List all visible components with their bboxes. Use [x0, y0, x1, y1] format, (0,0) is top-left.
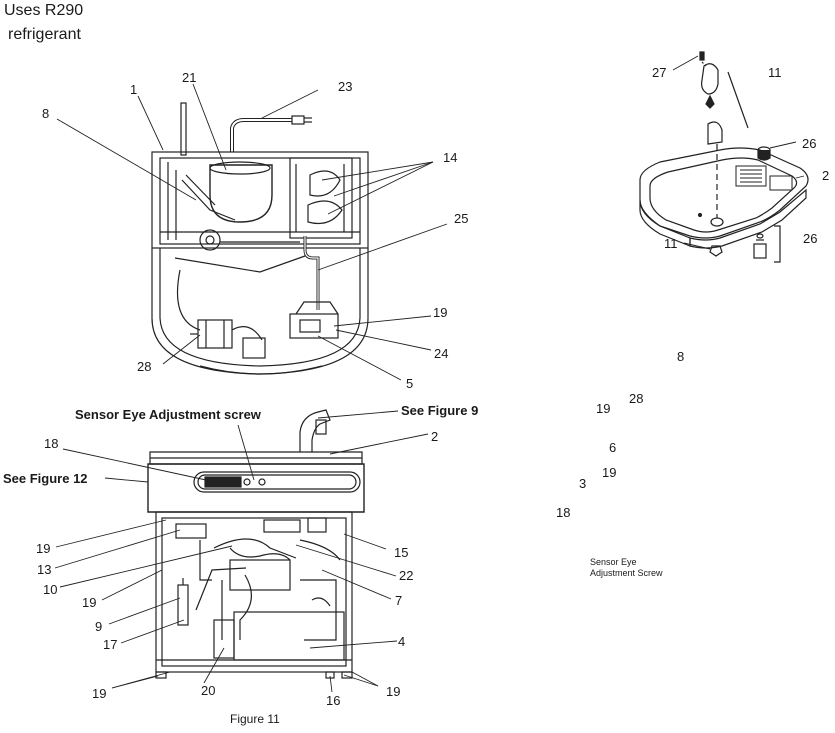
callout-25: 25	[454, 211, 469, 226]
top-view-drawing	[151, 102, 369, 375]
bowl-view-drawing	[639, 51, 809, 263]
loose-label-28: 28	[629, 391, 644, 406]
callout-11-lower: 11	[664, 236, 678, 251]
callout-19-b: 19	[82, 595, 97, 610]
callout-2-front: 2	[431, 429, 439, 444]
loose-label-18: 18	[556, 505, 571, 520]
callout-26-upper: 26	[802, 136, 817, 151]
loose-label-19-a: 19	[596, 401, 611, 416]
callout-24: 24	[434, 346, 449, 361]
sensor-eye-note-line2: Adjustment Screw	[590, 568, 663, 578]
callout-22: 22	[399, 568, 414, 583]
callout-1: 1	[130, 82, 138, 97]
front-view-drawing	[147, 409, 365, 679]
callout-19-c: 19	[92, 686, 107, 701]
callout-19-a: 19	[36, 541, 51, 556]
callout-13: 13	[37, 562, 52, 577]
callout-5: 5	[406, 376, 414, 391]
callout-21: 21	[182, 70, 197, 85]
leader-lines	[54, 55, 805, 693]
callout-15: 15	[394, 545, 409, 560]
callout-26-lower: 26	[803, 231, 818, 246]
callout-14: 14	[443, 150, 458, 165]
callout-20: 20	[201, 683, 216, 698]
callout-7: 7	[395, 593, 403, 608]
refrigerant-note-line2: refrigerant	[8, 26, 81, 43]
loose-label-19-b: 19	[602, 465, 617, 480]
see-figure-12-label: See Figure 12	[3, 471, 88, 486]
sensor-eye-adjustment-label: Sensor Eye Adjustment screw	[75, 407, 261, 422]
callout-27: 27	[652, 65, 667, 80]
sensor-eye-note-line1: Sensor Eye	[590, 557, 637, 567]
loose-label-8: 8	[677, 349, 685, 364]
loose-label-6: 6	[609, 440, 617, 455]
callout-11-upper: 11	[768, 65, 782, 80]
see-figure-9-label: See Figure 9	[401, 403, 479, 418]
callout-28: 28	[137, 359, 152, 374]
callout-19-d: 19	[386, 684, 401, 699]
callout-4: 4	[398, 634, 406, 649]
callout-23: 23	[338, 79, 353, 94]
callout-2-bowl: 2	[822, 168, 830, 183]
refrigerant-note-line1: Uses R290	[4, 2, 84, 19]
callout-19-top: 19	[433, 305, 448, 320]
figure-caption: Figure 11	[230, 712, 280, 726]
callout-16: 16	[326, 693, 341, 708]
callout-8: 8	[42, 106, 50, 121]
callout-10: 10	[43, 582, 58, 597]
loose-label-3: 3	[579, 476, 587, 491]
callout-9: 9	[95, 619, 103, 634]
callout-17: 17	[103, 637, 118, 652]
callout-18: 18	[44, 436, 59, 451]
